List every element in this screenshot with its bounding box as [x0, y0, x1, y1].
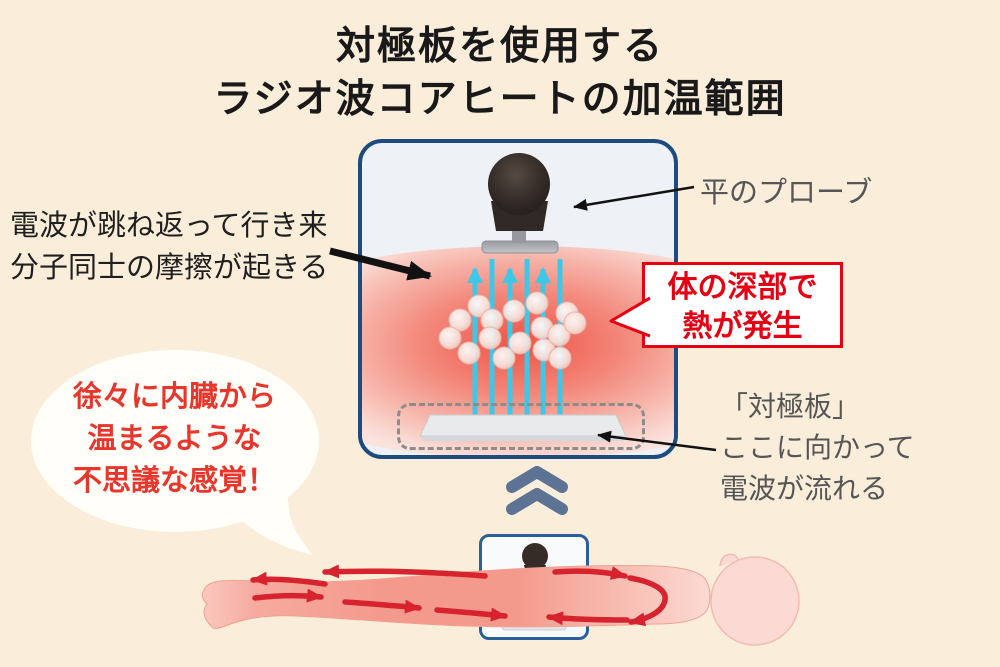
heat-flow-arrows — [250, 564, 668, 627]
radio-wave-note-line2: 分子同士の摩擦が起きる — [10, 252, 329, 284]
speech-bubble-line1: 徐々に内臓から — [72, 381, 276, 413]
electrode-note: 「対極板」 ここに向かって 電波が流れる — [720, 386, 970, 509]
speech-bubble-icon — [31, 350, 319, 555]
radio-wave-note: 電波が跳ね返って行き来 分子同士の摩擦が起きる — [10, 205, 370, 289]
deep-heat-line2: 熱が発生 — [682, 310, 803, 343]
electrode-note-line2: ここに向かって — [720, 432, 915, 463]
chevron-up-icon — [506, 466, 568, 515]
patient-body — [201, 564, 711, 629]
electrode-note-line3: 電波が流れる — [720, 473, 889, 504]
molecule-particles-icon — [438, 291, 587, 370]
patient-head — [710, 553, 800, 646]
page-title-line2: ラジオ波コアヒートの加温範囲 — [213, 78, 787, 121]
speech-bubble-line2: 温まるような — [87, 423, 262, 455]
callout-pointer-icon — [609, 296, 651, 338]
deep-heat-callout: 体の深部で 熱が発生 — [642, 262, 843, 348]
deep-heat-line1: 体の深部で — [667, 271, 818, 304]
electrode-note-line1: 「対極板」 — [720, 391, 861, 422]
radio-wave-note-line1: 電波が跳ね返って行き来 — [10, 210, 328, 242]
page-title: 対極板を使用する ラジオ波コアヒートの加温範囲 — [0, 20, 1000, 126]
probe-label: 平のプローブ — [700, 177, 873, 209]
speech-bubble-line3: 不思議な感覚！ — [72, 465, 276, 497]
mini-device-box — [479, 534, 589, 640]
mini-probe-icon — [501, 543, 567, 631]
counter-electrode-outline — [397, 403, 645, 450]
counter-electrode-plate-icon — [419, 414, 627, 441]
speech-bubble-text: 徐々に内臓から 温まるような 不思議な感覚！ — [42, 376, 307, 502]
probe-icon — [481, 153, 559, 254]
page-title-line1: 対極板を使用する — [335, 25, 664, 68]
mini-electrode-plate — [501, 620, 567, 631]
